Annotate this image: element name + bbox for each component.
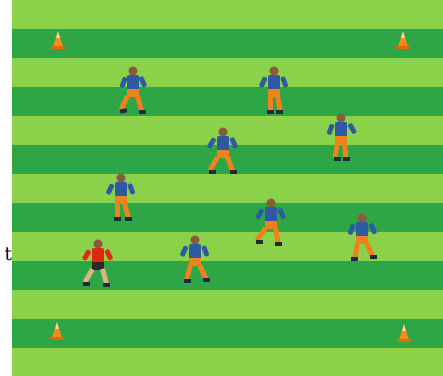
player-blue-icon [104,170,138,228]
player-blue-icon [257,63,291,121]
player-blue-icon [116,63,150,121]
cone-icon [396,323,412,343]
player-blue-icon [324,110,358,168]
player-blue-icon [345,210,379,268]
player-red-icon [81,236,115,294]
player-blue-icon [206,124,240,182]
cone-icon [49,321,65,341]
player-blue-icon [254,195,288,253]
cone-icon [395,30,411,50]
side-label: t [0,244,12,264]
player-blue-icon [178,232,212,290]
soccer-pitch [12,0,443,376]
cone-icon [50,30,66,50]
